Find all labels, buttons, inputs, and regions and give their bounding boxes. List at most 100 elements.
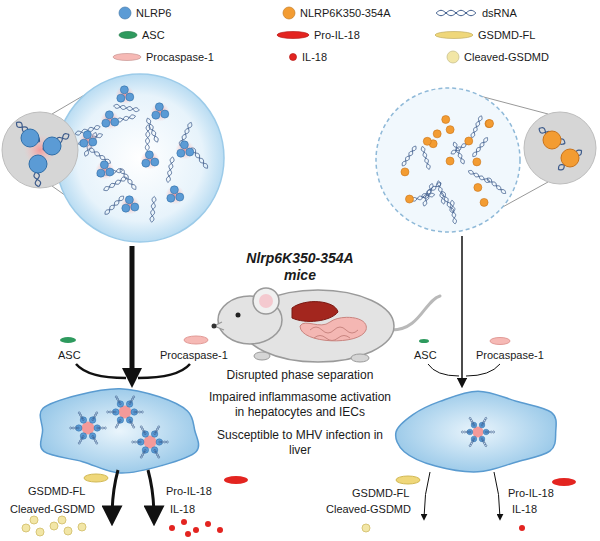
il18-dot [519, 525, 525, 531]
merge-arrow [76, 364, 126, 378]
dsrna-strand [129, 419, 134, 428]
nlrp6-molecule [145, 151, 153, 159]
molecule-label: Cleaved-GSDMD [326, 503, 411, 515]
dsrna-strand [106, 411, 116, 413]
mutant-molecule [405, 195, 413, 203]
nlrp6-molecule [155, 103, 163, 111]
dsrna-strand [106, 411, 116, 413]
dsrna-strand [120, 169, 136, 190]
gsdmd-icon [84, 474, 108, 482]
mutant-molecule [446, 126, 454, 134]
mutant-molecule [480, 198, 488, 206]
dsrna-strand [78, 412, 84, 421]
nlrp6-molecule [97, 169, 105, 177]
il18-dot [217, 527, 223, 533]
nlrp6-molecule [483, 429, 489, 435]
dsrna-strand [473, 138, 488, 157]
dsrna-strand [402, 146, 415, 166]
flow-arrow [461, 236, 463, 384]
label-box: Procaspase-1 [476, 348, 544, 362]
nlrp6-molecule [122, 204, 130, 212]
dsrna-strand [69, 427, 79, 429]
caspase-glow [78, 130, 97, 149]
dsrna-strand [154, 449, 160, 458]
nlrp6-molecule [117, 94, 125, 102]
disrupted-droplet [376, 88, 520, 232]
il18-dot [193, 527, 199, 533]
dsrna-strand [469, 417, 475, 426]
legend-item: Cleaved-GSDMD [446, 50, 549, 64]
dsrna-strand [69, 427, 79, 429]
legend-item: Pro-IL-18 [276, 28, 360, 42]
nlrp6-molecule [80, 139, 88, 147]
gsdmd-icon [396, 476, 420, 484]
label-box: IL-18 [170, 502, 195, 516]
cleave-arrow [424, 472, 430, 518]
caspase-glow [100, 110, 119, 129]
dsrna-strand [423, 184, 433, 206]
dsrna-strand [92, 412, 97, 421]
legend-item: NLRP6 [118, 6, 171, 20]
caspase-glow [120, 195, 139, 214]
dsrna-strand [421, 146, 430, 169]
label-box: IL-18 [512, 502, 537, 516]
nlrp6-molecule [161, 110, 169, 118]
nlrp6-molecule [105, 111, 113, 119]
dsrna-strand [422, 146, 429, 169]
cleaved-gsdmd-dot [22, 524, 30, 532]
dsrna-strand [422, 183, 441, 197]
dsrna-strand [461, 431, 471, 433]
legend-swatch [288, 50, 298, 64]
dsrna-strand [129, 396, 135, 405]
dsrna-strand [159, 441, 169, 443]
nlrp6-molecule [111, 118, 119, 126]
dsrna-strand [131, 441, 141, 443]
cleave-arrow [494, 472, 500, 518]
asc-icon [60, 337, 76, 343]
dsrna-strand [468, 170, 489, 182]
cleaved-gsdmd-dot [50, 522, 58, 530]
cleaved-gsdmd-dot [78, 523, 86, 531]
cleaved-gsdmd-dot [30, 516, 38, 524]
dsrna-strand [481, 438, 487, 447]
dsrna-strand [154, 426, 160, 435]
nlrp6-molecule [131, 203, 139, 211]
dsrna-strand [116, 396, 121, 405]
nlrp6-molecule [89, 138, 97, 146]
label-box: GSDMD-FL [352, 486, 409, 500]
zoom-circle [2, 112, 78, 188]
dsrna-strand [166, 157, 174, 183]
dsrna-strand [422, 183, 441, 198]
nlrp6-molecule [471, 422, 477, 428]
merge-arrow [466, 364, 500, 376]
dsrna-strand [481, 438, 486, 447]
label-box: Pro-IL-18 [166, 484, 212, 498]
dsrna-strand [131, 441, 141, 443]
legend-item: GSDMD-FL [434, 28, 535, 42]
caspase-glow [150, 102, 169, 121]
label-box: Nlrp6K350-354A mice [232, 250, 368, 284]
nlrp6-molecule [186, 148, 194, 156]
dsrna-strand [120, 169, 135, 190]
mutant-molecule [473, 158, 481, 166]
caspase-glow [95, 160, 114, 179]
dsrna-strand [140, 449, 146, 458]
dsrna-strand [115, 419, 121, 428]
dsrna-strand [97, 427, 107, 429]
nlrp6-molecule [100, 161, 108, 169]
legend-text: NLRP6 [136, 7, 171, 19]
dsrna-strand [116, 419, 121, 428]
cell [40, 389, 198, 473]
dsrna-strand [97, 427, 107, 429]
dsrna-strand [141, 426, 146, 435]
dsrna-strand [472, 116, 482, 138]
dsrna-strand [470, 438, 475, 447]
label-box: Cleaved-GSDMD [326, 502, 411, 516]
nlrp6-molecule [126, 93, 134, 101]
dsrna-strand [470, 417, 475, 426]
dsrna-strand [129, 396, 134, 405]
pro-il18-icon [552, 478, 576, 486]
legend-swatch [112, 50, 142, 64]
caspase-glow [140, 150, 159, 169]
molecule-label: Cleaved-GSDMD [10, 503, 95, 515]
